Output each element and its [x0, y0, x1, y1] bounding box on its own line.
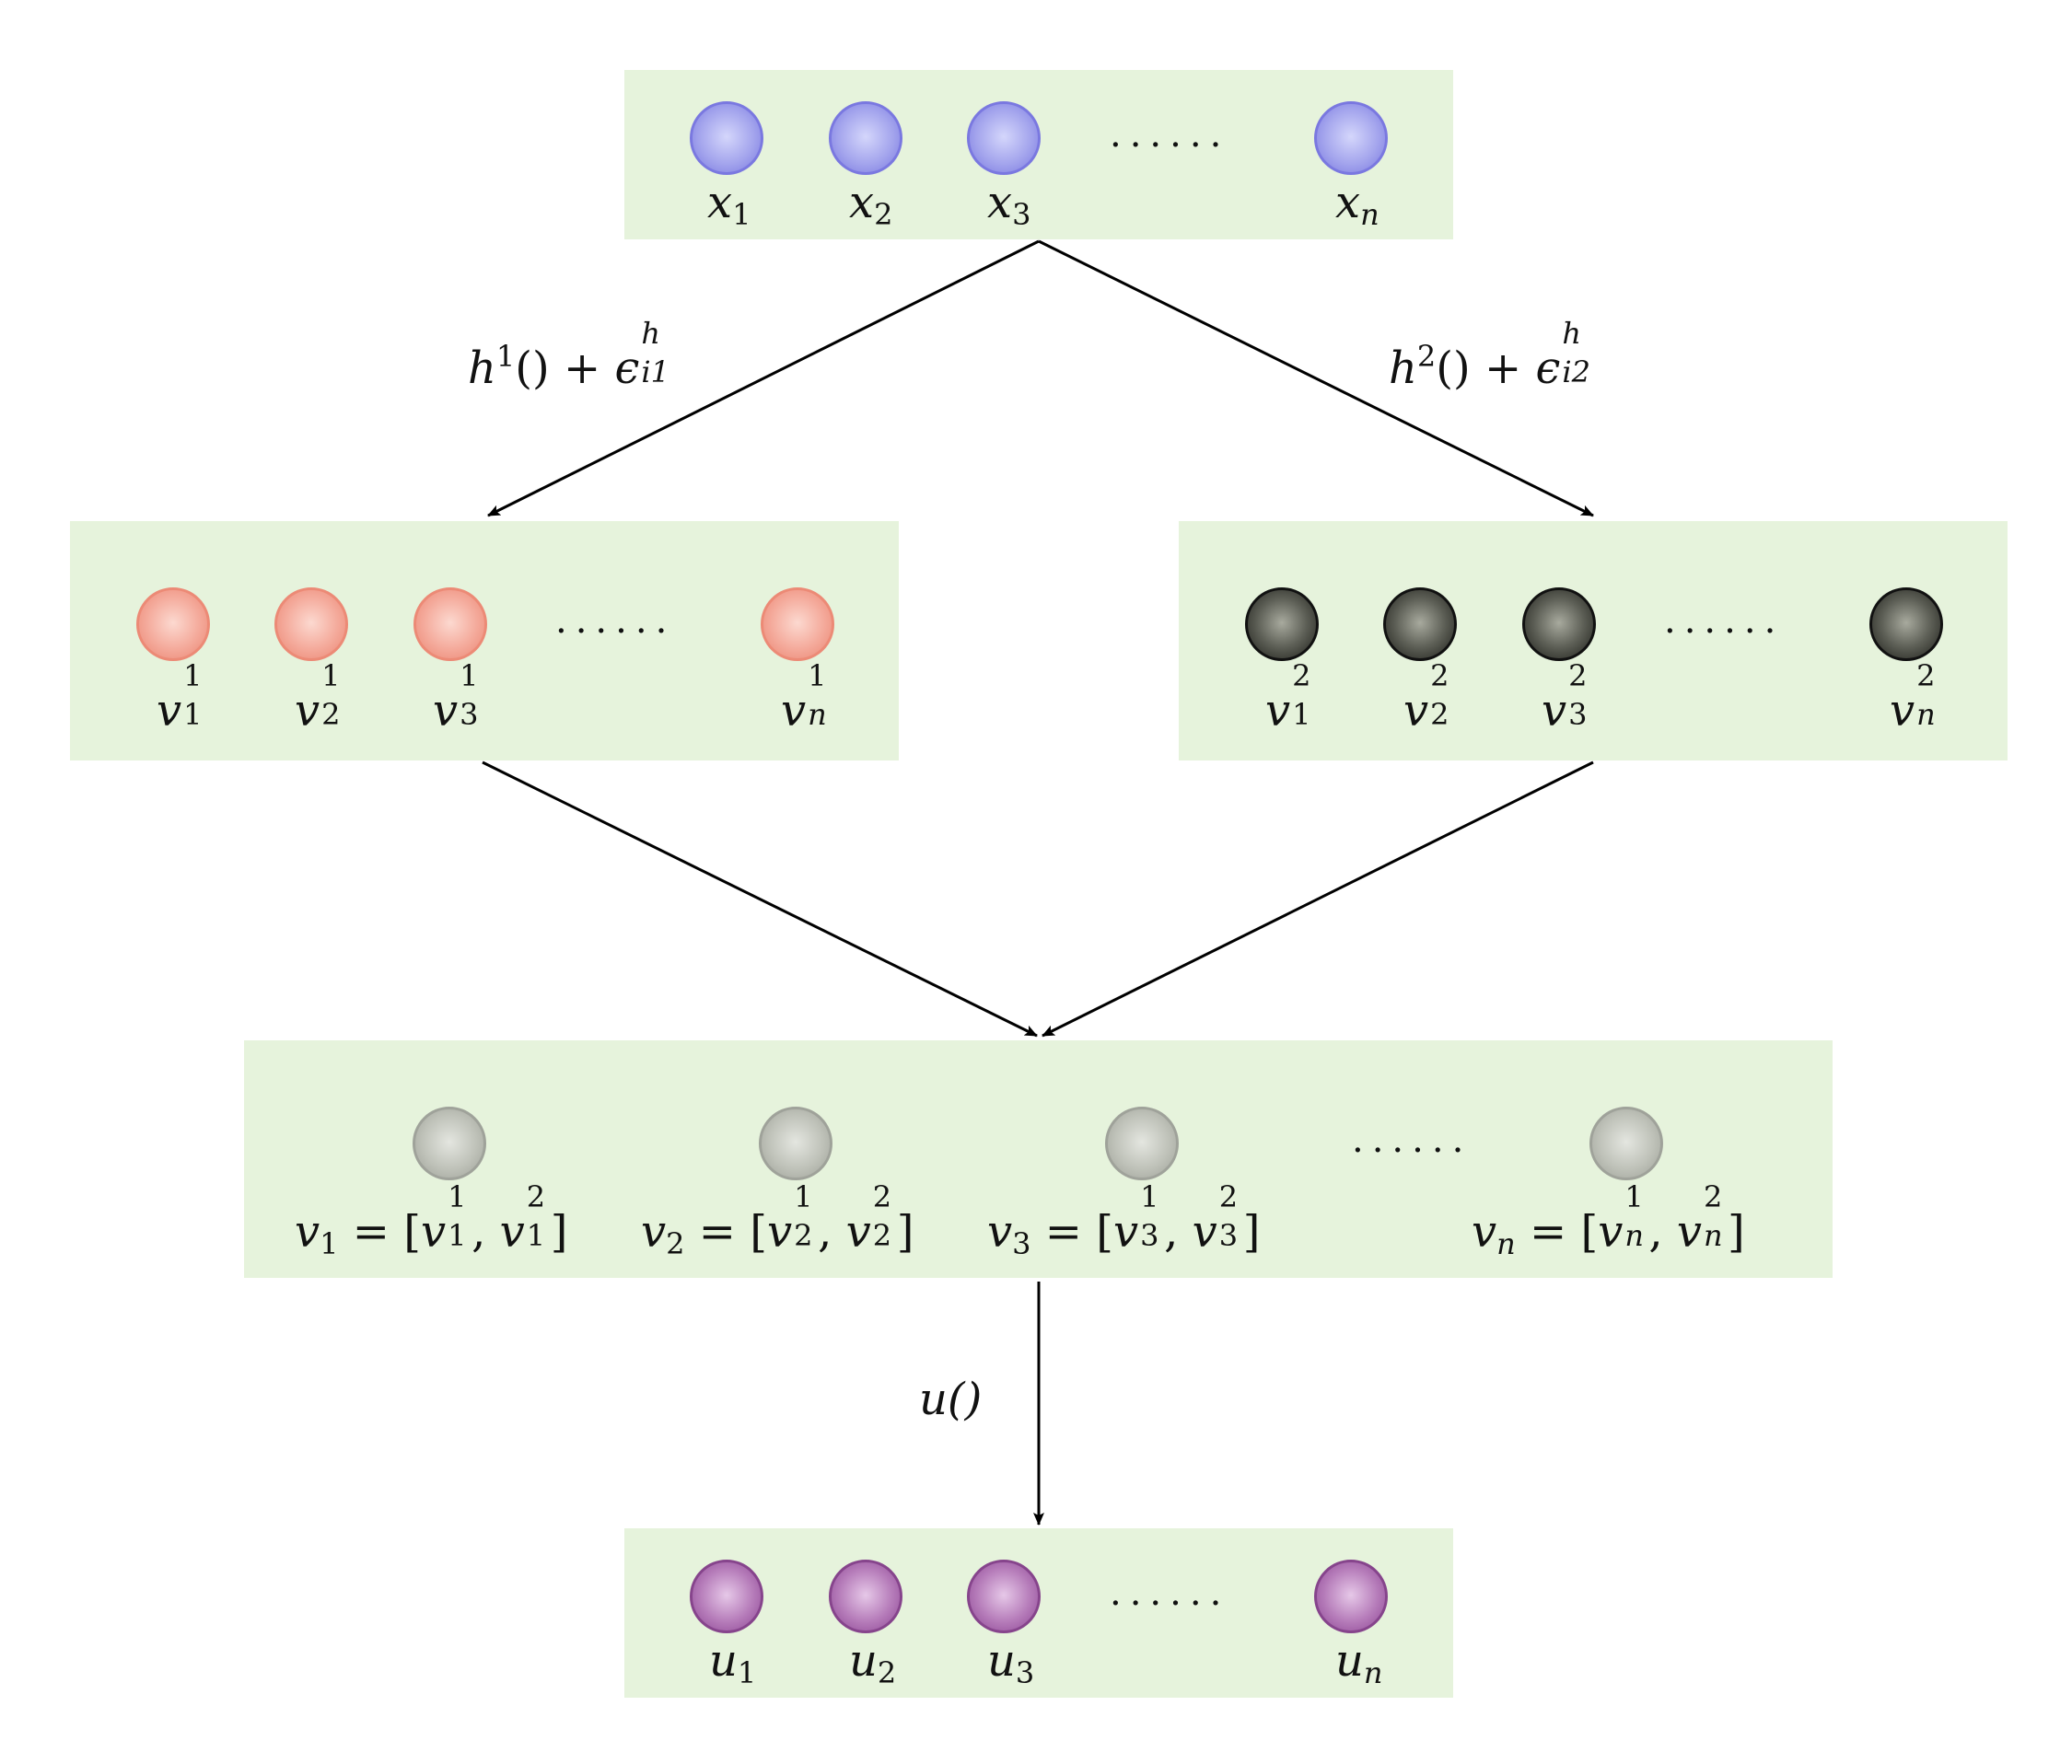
- input-node-3: [967, 101, 1041, 175]
- arrow-x-to-view1: [487, 239, 1040, 517]
- input-label-n: xn: [1335, 177, 1379, 232]
- input-ellipsis: ......: [1110, 113, 1230, 156]
- view1-node-3: [413, 587, 487, 661]
- arrow-x-to-view2: [1038, 239, 1594, 517]
- output-node-2: [829, 1560, 902, 1633]
- output-ellipsis: ......: [1110, 1572, 1230, 1614]
- concat-ellipsis: ......: [1352, 1119, 1473, 1161]
- arrow-view2-to-concat: [1042, 760, 1594, 1038]
- concat-node-3: [1105, 1107, 1179, 1180]
- concat-node-2: [759, 1107, 832, 1180]
- output-node-1: [690, 1560, 763, 1633]
- view1-ellipsis: ......: [555, 599, 676, 642]
- output-layer-panel: [624, 1528, 1453, 1698]
- output-label-1: u1: [709, 1635, 757, 1690]
- view2-ellipsis: ......: [1664, 599, 1785, 642]
- arrow-view1-to-concat: [482, 760, 1038, 1038]
- output-node-n: [1314, 1560, 1388, 1633]
- view1-node-2: [274, 587, 348, 661]
- input-label-3: x3: [987, 177, 1031, 232]
- input-node-n: [1314, 101, 1388, 175]
- view2-node-2: [1383, 587, 1457, 661]
- view1-node-n: [761, 587, 834, 661]
- input-layer-panel: [624, 70, 1453, 239]
- output-label-3: u3: [987, 1635, 1035, 1690]
- edge-label-u: u(): [919, 1374, 983, 1425]
- view1-layer-panel: [70, 521, 899, 760]
- input-label-2: x2: [849, 177, 893, 232]
- view1-node-1: [136, 587, 210, 661]
- input-node-2: [829, 101, 902, 175]
- output-label-2: u2: [849, 1635, 897, 1690]
- concat-node-1: [413, 1107, 486, 1180]
- view2-layer-panel: [1179, 521, 2008, 760]
- input-label-1: x1: [707, 177, 751, 232]
- view2-node-n: [1869, 587, 1943, 661]
- concat-layer-panel: [244, 1040, 1833, 1278]
- view2-node-1: [1245, 587, 1319, 661]
- input-node-1: [690, 101, 763, 175]
- output-label-n: un: [1335, 1635, 1383, 1690]
- concat-node-n: [1589, 1107, 1663, 1180]
- view2-node-3: [1522, 587, 1596, 661]
- output-node-3: [967, 1560, 1041, 1633]
